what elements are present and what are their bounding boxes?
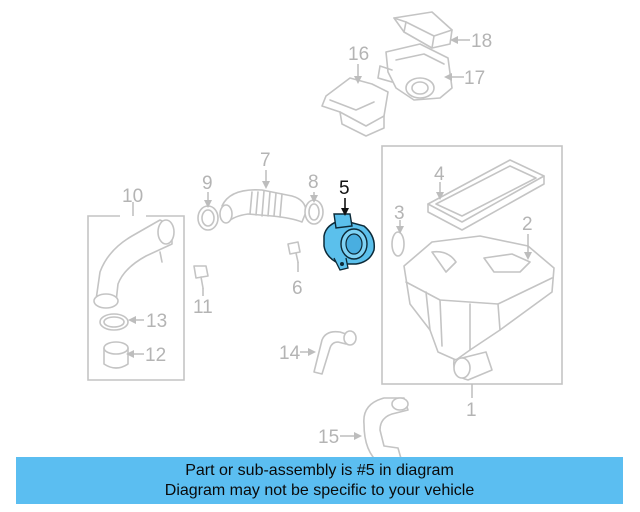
part-8-hose-clamp	[304, 199, 324, 225]
banner-line-disclaimer: Diagram may not be specific to your vehi…	[164, 481, 475, 499]
callout-16: 16	[348, 44, 369, 65]
part-9-hose-clamp	[197, 205, 219, 231]
leader-arrow-12	[126, 350, 134, 358]
leader-arrow-7	[262, 181, 270, 189]
callout-5: 5	[339, 178, 350, 199]
callout-2: 2	[522, 214, 533, 235]
callout-18: 18	[471, 31, 492, 52]
callout-3: 3	[394, 203, 405, 224]
part-10-intake-pipe	[93, 219, 175, 309]
air-cleaner-housing	[403, 235, 555, 381]
leader-arrow-13	[128, 316, 136, 324]
leader-arrow-8	[310, 195, 318, 203]
callout-15: 15	[318, 427, 339, 448]
part-12-sleeve	[103, 341, 129, 369]
leader-arrow-9	[204, 200, 212, 208]
callout-4: 4	[434, 164, 445, 185]
part-18-air-duct-cover	[393, 11, 453, 49]
callout-12: 12	[145, 345, 166, 366]
group-10-bracket-box	[87, 215, 185, 381]
part-14-breather-tube	[313, 330, 357, 375]
leader-arrow-3	[396, 226, 404, 234]
callout-11: 11	[193, 297, 213, 318]
part-16-inlet-duct	[321, 77, 389, 137]
callout-17: 17	[464, 68, 485, 89]
callout-8: 8	[308, 172, 319, 193]
part-4-air-filter-element	[427, 159, 545, 231]
callout-7: 7	[260, 150, 271, 171]
callout-10: 10	[122, 186, 143, 207]
part-11-bolt	[193, 265, 209, 289]
callout-14: 14	[279, 343, 301, 364]
leader-arrow-16	[354, 76, 362, 84]
callout-1: 1	[466, 400, 477, 421]
callout-6: 6	[292, 278, 303, 299]
leader-arrow-5	[341, 208, 349, 216]
diagram-notice-banner: Part or sub-assembly is #5 in diagram Di…	[16, 457, 623, 504]
leader-arrow-15	[354, 432, 362, 440]
leader-arrow-2	[524, 252, 532, 260]
callout-13: 13	[146, 311, 167, 332]
callout-9: 9	[202, 173, 213, 194]
part-6-screw	[287, 241, 301, 263]
part-5-mass-air-flow-sensor	[323, 213, 376, 271]
part-17-resonator	[377, 43, 453, 101]
part-15-intake-elbow	[363, 397, 409, 465]
leader-arrow-14	[308, 348, 316, 356]
part-3-seal-ring	[391, 231, 405, 257]
leader-arrow-18	[450, 36, 458, 44]
leader-arrow-4	[436, 192, 444, 200]
banner-line-part-number: Part or sub-assembly is #5 in diagram	[185, 461, 454, 479]
part-7-intake-hose	[219, 189, 307, 224]
leader-arrow-17	[444, 73, 452, 81]
